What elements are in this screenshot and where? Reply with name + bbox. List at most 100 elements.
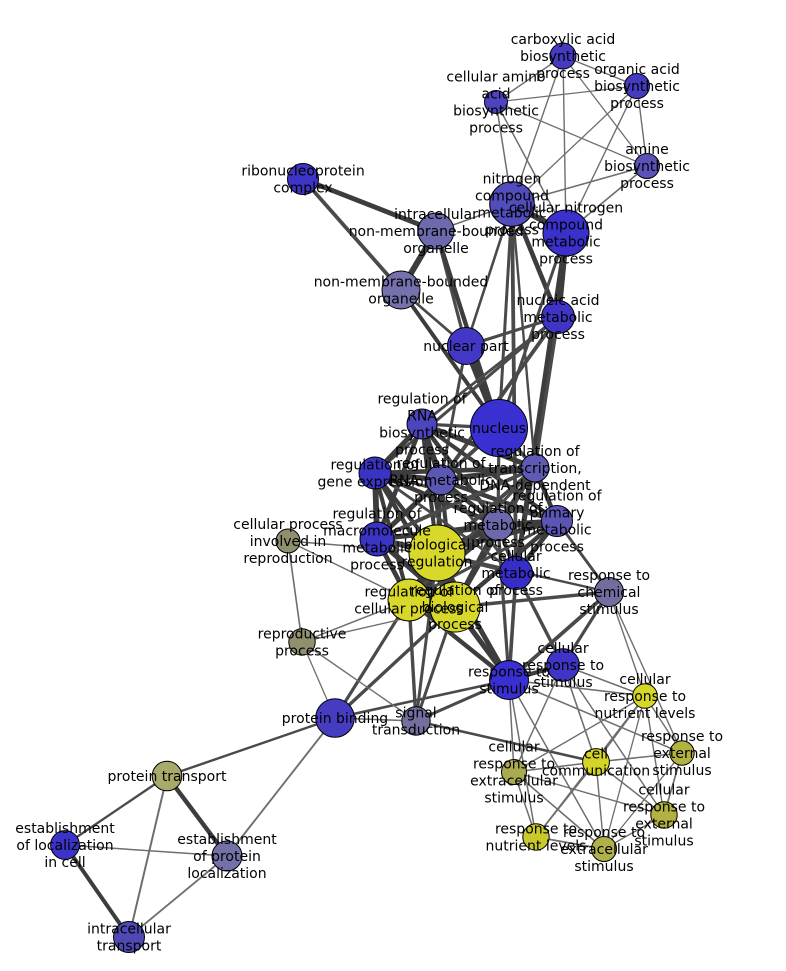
- node-pb[interactable]: [315, 698, 355, 738]
- edge-namp-rtdna: [533, 316, 560, 469]
- edge-rts-pb: [334, 678, 510, 720]
- edge-carb-caa: [495, 55, 564, 103]
- node-cmp[interactable]: [499, 556, 533, 590]
- edge-crextl-crexts: [513, 771, 665, 816]
- node-ncmp[interactable]: [489, 181, 535, 227]
- edge-crts-crexts: [562, 664, 665, 816]
- edge-rts-crnl: [508, 679, 646, 697]
- node-rchem[interactable]: [594, 577, 624, 607]
- edge-st-cc: [415, 719, 597, 764]
- node-rge[interactable]: [358, 456, 392, 490]
- edge-rpmp-rcp: [408, 519, 558, 602]
- node-eloc[interactable]: [50, 830, 80, 860]
- edge-ncmp-np: [464, 203, 514, 347]
- node-rnl[interactable]: [522, 823, 550, 851]
- label-pt: protein transport: [108, 769, 227, 785]
- edge-cmp-crts: [514, 572, 565, 666]
- edge-epl-it: [128, 855, 228, 938]
- label-pb: protein binding: [282, 711, 388, 727]
- node-crextl[interactable]: [501, 759, 527, 785]
- node-rmmp[interactable]: [359, 521, 395, 557]
- edge-rrnamp-rtdna: [440, 465, 536, 483]
- node-cpir[interactable]: [275, 528, 301, 554]
- node-rrnamp[interactable]: [425, 464, 457, 496]
- node-cc[interactable]: [582, 748, 610, 776]
- node-rbp[interactable]: [429, 581, 481, 633]
- node-st[interactable]: [401, 706, 431, 736]
- edge-amine-ncmp: [511, 165, 648, 205]
- node-rmp[interactable]: [482, 509, 514, 541]
- node-rtdna[interactable]: [520, 453, 550, 483]
- edge-rrnabp-rmp: [420, 422, 500, 527]
- edge-rc-nmbo: [301, 177, 403, 292]
- edge-pt-it: [128, 775, 168, 938]
- edge-rchem-crnl: [608, 591, 646, 697]
- edge-rbp-pb: [333, 605, 457, 720]
- node-rp[interactable]: [288, 628, 316, 656]
- edge-rtdna-rmmp: [376, 466, 536, 541]
- node-rextl[interactable]: [591, 836, 617, 862]
- edge-cncmp-nucleus: [497, 232, 568, 429]
- node-it[interactable]: [113, 921, 145, 953]
- label-np: nuclear part: [423, 339, 509, 355]
- node-rc[interactable]: [287, 163, 319, 195]
- node-epl[interactable]: [211, 840, 243, 872]
- edge-pb-epl: [226, 717, 336, 857]
- node-pt[interactable]: [151, 760, 183, 792]
- edge-rts-rnl: [508, 679, 537, 838]
- edge-crts-crextl: [513, 664, 564, 773]
- node-bioreg[interactable]: [408, 524, 466, 582]
- node-carb[interactable]: [549, 42, 577, 70]
- edge-org-amine: [636, 85, 648, 167]
- edge-cpir-rcp: [287, 540, 410, 601]
- node-rcp[interactable]: [387, 578, 431, 622]
- node-org[interactable]: [624, 73, 650, 99]
- node-rrnabp[interactable]: [406, 408, 438, 440]
- node-crexts[interactable]: [650, 801, 678, 829]
- node-amine[interactable]: [634, 153, 660, 179]
- node-rpmp[interactable]: [541, 505, 573, 537]
- edge-pb-pt: [166, 716, 336, 778]
- node-nucleus[interactable]: [470, 399, 528, 457]
- node-namp[interactable]: [541, 300, 575, 334]
- node-crnl[interactable]: [632, 683, 658, 709]
- node-rts[interactable]: [489, 660, 529, 700]
- edge-rchem-rexts: [608, 591, 683, 754]
- edge-carb-amine: [562, 55, 648, 167]
- edge-rbp-rchem: [454, 590, 610, 609]
- node-crts[interactable]: [546, 648, 580, 682]
- label-nucleus: nucleus: [472, 421, 526, 437]
- node-np[interactable]: [447, 327, 485, 365]
- edge-eloc-it: [63, 843, 131, 939]
- node-cncmp[interactable]: [542, 209, 590, 257]
- node-inmbo[interactable]: [417, 212, 455, 250]
- node-layer: [50, 42, 695, 953]
- node-nmbo[interactable]: [381, 270, 421, 310]
- edge-org-ncmp: [511, 85, 638, 205]
- node-rexts[interactable]: [669, 740, 695, 766]
- node-caa[interactable]: [484, 90, 508, 114]
